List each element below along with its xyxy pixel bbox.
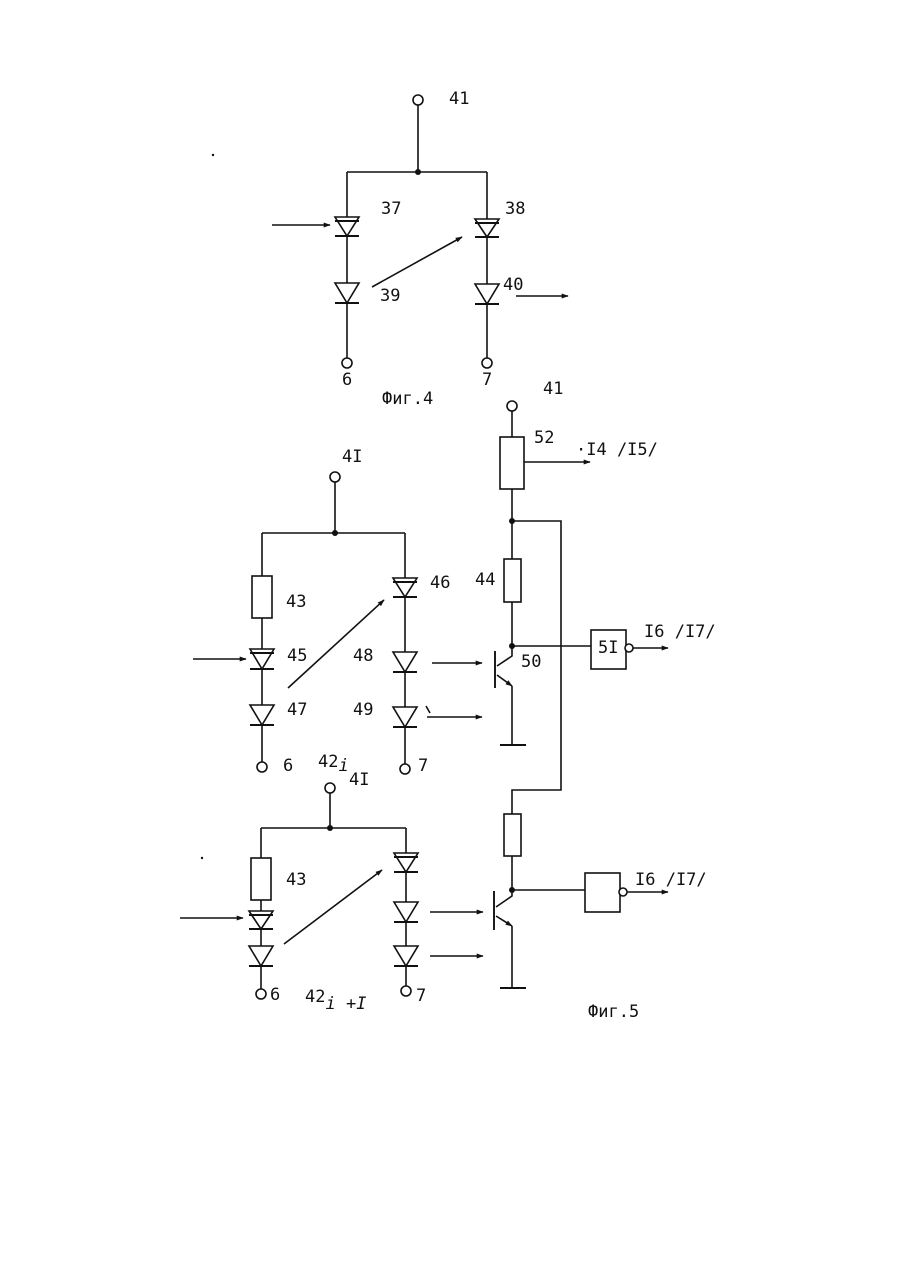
- photodiode-46: [393, 578, 417, 597]
- label-46: 46: [430, 573, 450, 593]
- resistor-lower: [504, 814, 521, 856]
- resistor-44: [504, 559, 521, 602]
- figure-5-caption: Фиг.5: [588, 1002, 639, 1022]
- figure-5-upper-cell: [193, 472, 482, 774]
- terminal-41: [413, 95, 423, 105]
- label-output-lower: I6 /I7/: [635, 870, 707, 890]
- label-37: 37: [381, 199, 401, 219]
- resistor-43-lower: [251, 858, 271, 900]
- photodiode-45: [250, 649, 274, 669]
- label-48: 48: [353, 646, 373, 666]
- scan-speck: [201, 857, 203, 859]
- label-43: 43: [286, 592, 306, 612]
- transistor-50-emitter: [497, 675, 512, 686]
- label-7-lower: 7: [416, 986, 426, 1006]
- label-44: 44: [475, 570, 495, 590]
- diode-47: [250, 705, 274, 725]
- terminal-7: [482, 358, 492, 368]
- junction-node: [332, 530, 338, 536]
- figure-4: 41 37 38 39 40 6 7 Фиг.4: [272, 89, 568, 409]
- photodiode-38: [475, 219, 499, 237]
- inverter-51-output-bubble: [625, 644, 633, 652]
- label-52: 52: [534, 428, 554, 448]
- terminal-6: [257, 762, 267, 772]
- photodiode-lower-right: [394, 853, 418, 872]
- coupling-arrow: [372, 237, 462, 287]
- label-7: 7: [418, 756, 428, 776]
- diode-40: [475, 284, 499, 304]
- label-7: 7: [482, 370, 492, 390]
- terminal-6: [342, 358, 352, 368]
- label-output-52: ·I4 /I5/: [576, 440, 658, 460]
- label-49: 49: [353, 700, 373, 720]
- terminal-41: [330, 472, 340, 482]
- label-43-lower: 43: [286, 870, 306, 890]
- label-6: 6: [342, 370, 352, 390]
- label-41-upper: 4I: [342, 447, 362, 467]
- transistor-lower-emitter: [496, 916, 512, 926]
- diode-39: [335, 283, 359, 303]
- label-51: 5I: [598, 638, 618, 658]
- label-6: 6: [283, 756, 293, 776]
- diode-lower-right-2: [394, 946, 418, 966]
- figure-5-output-stage: [494, 401, 668, 988]
- scan-speck: [212, 154, 214, 156]
- coupling-arrow: [288, 600, 384, 688]
- label-42i1: 42i +I: [305, 987, 366, 1014]
- photodiode-37: [335, 217, 359, 236]
- resistor-43: [252, 576, 272, 618]
- label-40: 40: [503, 275, 523, 295]
- inverter-lower-output-bubble: [619, 888, 627, 896]
- label-38: 38: [505, 199, 525, 219]
- junction-node: [327, 825, 333, 831]
- junction-node: [415, 169, 421, 175]
- label-41-right: 41: [543, 379, 563, 399]
- diode-lower-left: [249, 946, 273, 966]
- label-50: 50: [521, 652, 541, 672]
- figure-5-lower-cell: [180, 783, 483, 999]
- terminal-7: [400, 764, 410, 774]
- diode-48: [393, 652, 417, 672]
- label-41: 41: [449, 89, 469, 109]
- label-6-lower: 6: [270, 985, 280, 1005]
- terminal-41-lower: [325, 783, 335, 793]
- figure-4-caption: Фиг.4: [382, 389, 433, 409]
- terminal-7-lower: [401, 986, 411, 996]
- label-39: 39: [380, 286, 400, 306]
- label-output-51: I6 /I7/: [644, 622, 716, 642]
- inverter-lower: [585, 873, 620, 912]
- label-47: 47: [287, 700, 307, 720]
- potentiometer-52: [500, 437, 524, 489]
- label-42i: 42i: [318, 752, 349, 776]
- terminal-6-lower: [256, 989, 266, 999]
- terminal-41-right: [507, 401, 517, 411]
- label-41-lower: 4I: [349, 770, 369, 790]
- label-45: 45: [287, 646, 307, 666]
- photodiode-lower: [249, 911, 273, 929]
- diode-49: [393, 707, 417, 727]
- diode-lower-right-1: [394, 902, 418, 922]
